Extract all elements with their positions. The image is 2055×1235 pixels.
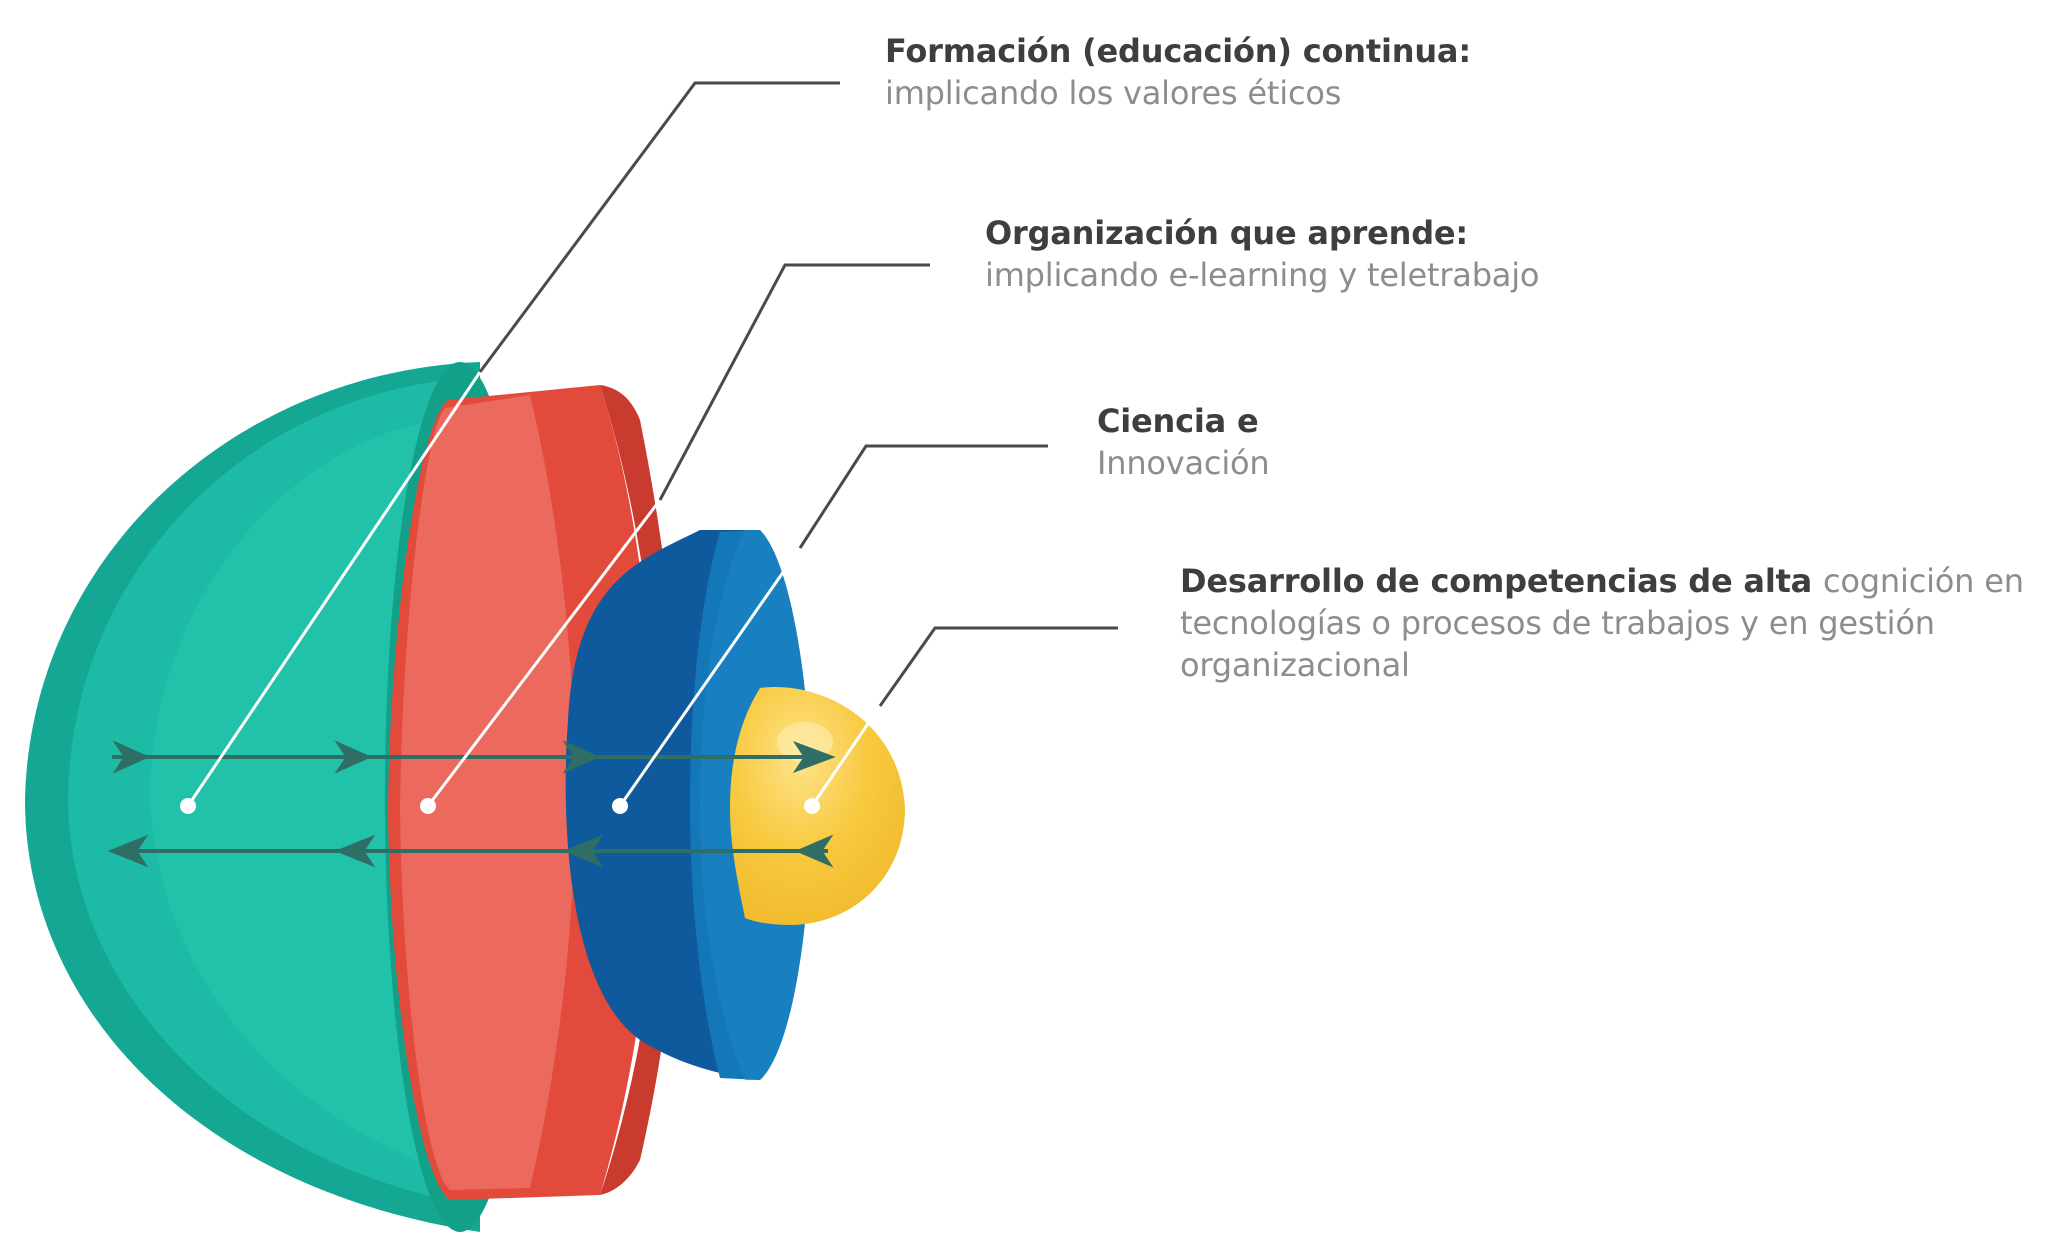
layer-label-3: Ciencia e Innovación — [1097, 400, 1270, 484]
leader-line-2 — [420, 263, 930, 814]
pointer-dot-1 — [180, 798, 196, 814]
leader-line-3 — [612, 444, 1048, 814]
layer-title-3: Ciencia e — [1097, 402, 1259, 440]
layer-description-1: implicando los valores éticos — [885, 74, 1342, 113]
layer-description-3: Innovación — [1097, 444, 1270, 483]
pointer-dot-2 — [420, 798, 436, 814]
layer-title-4: Desarrollo de competencias de alta — [1180, 562, 1824, 600]
leader-line-4 — [804, 626, 1118, 814]
layer-description-4: cognición en tecnologías o procesos de t… — [1180, 562, 2024, 685]
layer-title-2: Organización que aprende: — [985, 214, 1469, 252]
layer-label-1: Formación (educación) continua: implican… — [885, 30, 1471, 114]
layer-description-2: implicando e-learning y teletrabajo — [985, 256, 1540, 295]
layer-label-2: Organización que aprende: implicando e-l… — [985, 212, 1539, 296]
leader-line-1 — [180, 81, 840, 814]
pointer-dot-3 — [612, 798, 628, 814]
inward-arrows — [112, 740, 836, 774]
outward-arrows — [107, 834, 834, 868]
layer-label-4: Desarrollo de competencias de alta cogni… — [1180, 560, 2040, 687]
layer-title-1: Formación (educación) continua: — [885, 32, 1471, 70]
pointer-dot-4 — [804, 798, 820, 814]
